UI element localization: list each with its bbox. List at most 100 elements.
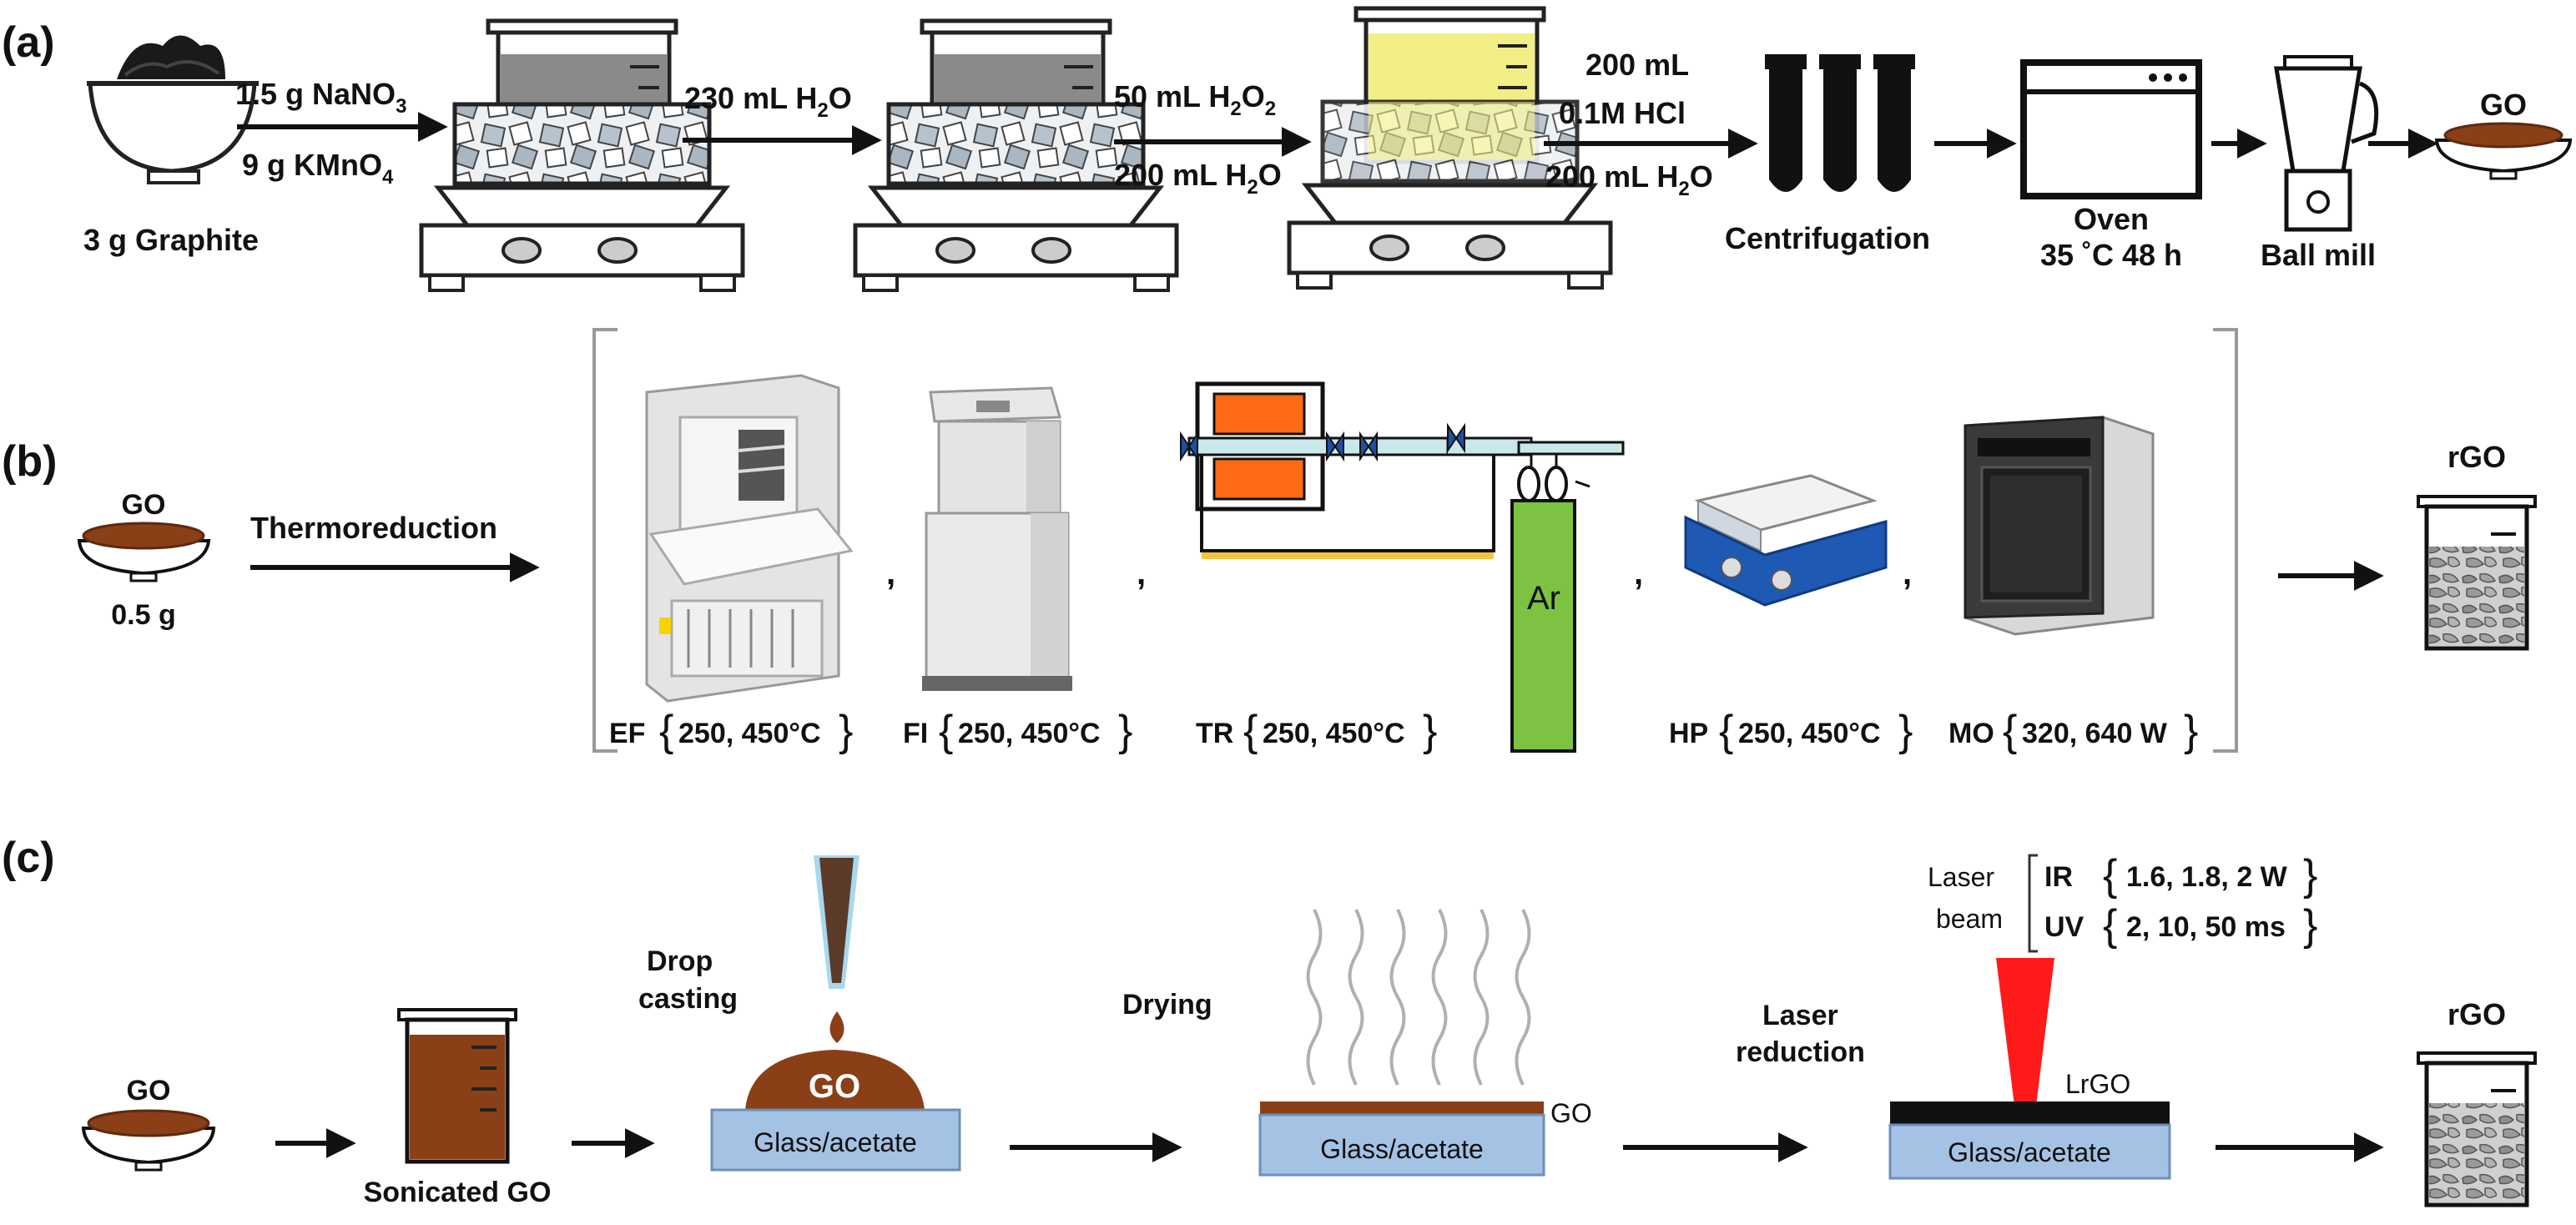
substrate-2 [1258,1113,1545,1177]
go-dish-c-icon [81,1109,216,1172]
uv-conditions: 2, 10, 50 ms [2126,911,2286,943]
stirrer-beaker-3-icon [1287,6,1613,290]
rgo-label-c: rGO [2447,997,2506,1031]
go-label-a: GO [2480,88,2527,122]
brace-right: } [2303,851,2317,900]
rgo-label-b: rGO [2447,440,2506,474]
substrate-label-2: Glass/acetate [1320,1134,1484,1164]
mass-label: 0.5 g [111,599,175,631]
reagent-kmno4: 9 g KMnO4 [242,148,394,189]
method-code: FI [903,718,928,749]
brace-left: { [1243,707,1258,755]
pipette-icon [814,855,860,1043]
go-label-c: GO [127,1075,171,1107]
panel-a-label: (a) [2,18,55,67]
reagent-h2o2: 50 mL H2O2 [1114,79,1276,120]
bracket-laser [2028,854,2038,953]
stirrer-beaker-1-icon [419,18,745,292]
brace-left: { [2103,901,2117,950]
method-cond: 320, 640 W [2022,718,2168,749]
panel-b-label: (b) [2,437,57,486]
laser-beam-icon [1996,958,2054,1106]
dried-go-film [1260,1101,1544,1115]
substrate-1 [710,1108,961,1172]
centrifuge-tubes-icon [1765,54,1915,192]
ir-label: IR [2044,861,2073,893]
laser-beam-line2: beam [1936,904,2003,934]
method-cond: 250, 450°C [958,718,1101,749]
method-code: HP [1669,718,1708,749]
substrate-label-3: Glass/acetate [1948,1137,2111,1167]
laser-reduction-line1: Laser [1762,1000,1838,1031]
ball-mill-label: Ball mill [2261,238,2376,272]
lrgo-label: LrGO [2065,1069,2130,1099]
method-ef: EF { 250, 450°C } [609,707,853,755]
laser-reduction-line2: reduction [1736,1036,1865,1068]
panel-c: (c) GO Sonicated GO Drop casting [2,834,2537,1208]
laser-beam-line1: Laser [1928,862,1994,892]
substrate-3 [1888,1123,2171,1180]
go-drop-deposit [745,1050,925,1110]
method-cond: 250, 450°C [1263,718,1405,749]
flash-instrument-icon [922,386,1072,691]
go-dish-icon [2434,122,2573,180]
stirrer-beaker-2-icon [853,18,1179,292]
sonicated-beaker-icon [397,1008,517,1164]
brace-left: { [2103,851,2117,900]
method-cond: 250, 450°C [678,718,821,749]
panel-b: (b) GO 0.5 g Thermoreduction [2,328,2537,755]
comma-2: , [1137,555,1146,592]
reagent-200ml-water: 200 mL H2O [1114,158,1282,199]
brace-left: { [659,707,673,755]
electric-furnace-icon [645,374,854,703]
oven-icon [2020,59,2202,199]
substrate-label-1: Glass/acetate [754,1127,917,1157]
sonicated-label: Sonicated GO [364,1177,552,1208]
oven-label: Oven [2074,202,2149,236]
go-label-b: GO [122,489,166,521]
centrifugation-label: Centrifugation [1725,221,1930,255]
method-mo: MO { 320, 640 W } [1948,707,2198,755]
brace-left: { [939,707,953,755]
drop-casting-line1: Drop [647,945,713,977]
panel-a: (a) 3 g Graphite 1.5 g NaNO3 9 g KMnO4 [2,6,2573,292]
method-code: MO [1948,718,1994,749]
drop-go-label: GO [809,1068,860,1105]
brace-right: } [2184,707,2198,755]
microwave-oven-icon [1964,416,2155,636]
panel-c-label: (c) [2,834,55,882]
method-fi: FI { 250, 450°C } [903,707,1132,755]
lrgo-film [1890,1101,2170,1125]
method-code: EF [609,718,645,749]
method-hp: HP { 250, 450°C } [1669,707,1913,755]
rgo-beaker-b-icon [2417,495,2537,651]
rgo-beaker-c-icon [2417,1051,2537,1207]
method-tr: TR { 250, 450°C } [1196,707,1437,755]
thermoreduction-label: Thermoreduction [250,511,497,545]
comma-4: , [1903,555,1912,592]
reagent-hcl-2: 0.1M HCl [1559,96,1686,130]
dried-go-label: GO [1550,1098,1592,1128]
method-code: TR [1196,718,1233,749]
method-cond: 250, 450°C [1738,718,1881,749]
reagent-nano3: 1.5 g NaNO3 [235,77,406,118]
ball-mill-icon [2274,55,2379,232]
brace-right: } [2303,901,2317,950]
reagent-hcl-3: 200 mL H2O [1545,159,1713,200]
brace-left: { [2003,707,2017,755]
brace-right: } [1423,707,1437,755]
bracket-right [2213,328,2238,753]
bracket-left [592,328,618,753]
argon-label: Ar [1527,580,1560,617]
heat-waves-icon [1306,909,1531,1086]
oven-conditions: 35 ˚C 48 h [2040,238,2182,272]
graphite-label: 3 g Graphite [83,223,259,257]
drop-casting-line2: casting [638,983,738,1015]
brace-right: } [839,707,853,755]
uv-label: UV [2044,911,2084,943]
comma-3: , [1634,555,1643,592]
tube-reactor-icon [1180,381,1625,753]
brace-right: } [1118,707,1132,755]
comma-1: , [886,555,895,592]
